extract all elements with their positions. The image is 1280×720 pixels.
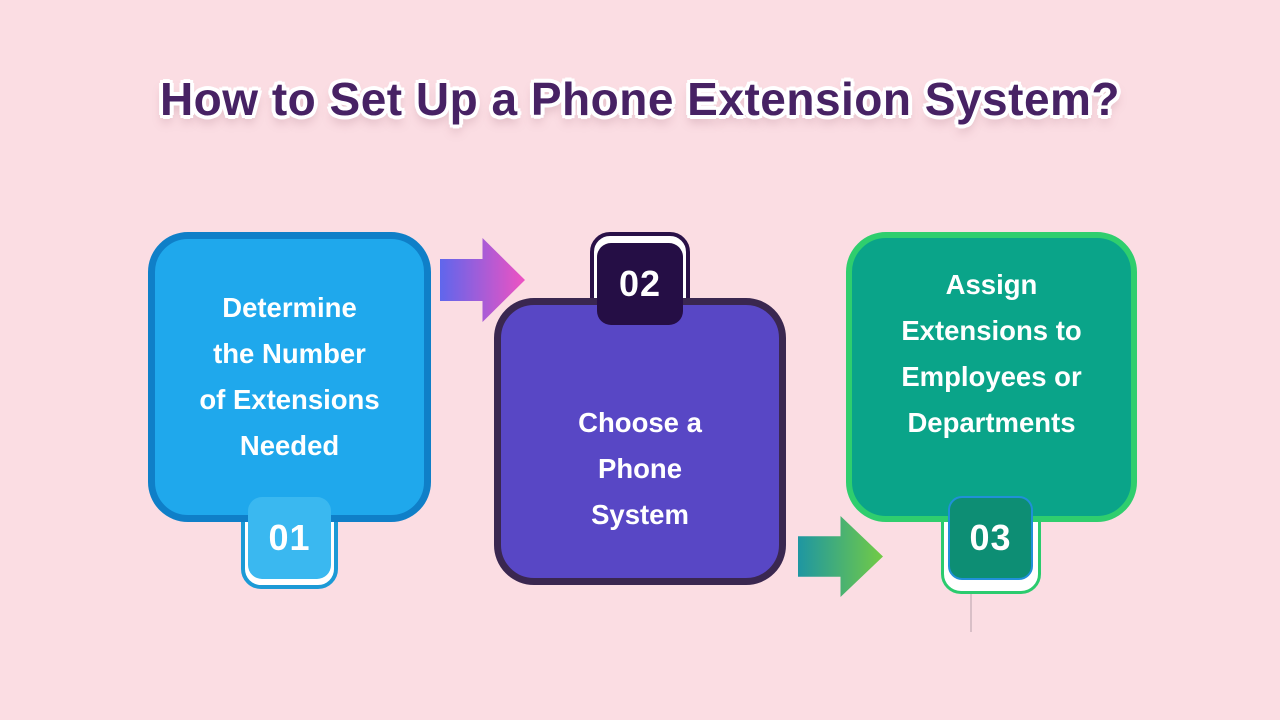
step-1-card: Determine the Number of Extensions Neede… xyxy=(148,232,431,522)
step-1-number-badge: 01 xyxy=(248,497,331,579)
step-3-number-badge: 03 xyxy=(948,496,1033,580)
step-text-line: Phone xyxy=(597,453,683,484)
step-text-line: Departments xyxy=(907,407,1076,438)
step-text-line: Choose a xyxy=(578,407,702,438)
step-text-line: Employees or xyxy=(901,361,1082,392)
step-2-card: Choose a Phone System xyxy=(494,298,786,585)
connector-line xyxy=(970,594,972,632)
step-text-line: the Number xyxy=(213,338,366,369)
step-text-line: Extensions to xyxy=(901,315,1082,346)
step-3-text: Assign Extensions to Employees or Depart… xyxy=(852,238,1131,516)
step-2-text: Choose a Phone System xyxy=(501,305,779,578)
step-text-line: Determine xyxy=(222,292,357,323)
step-2-number-badge: 02 xyxy=(597,243,683,325)
step-text-line: of Extensions xyxy=(199,384,380,415)
step-text-line: System xyxy=(591,499,689,530)
step-text-line: Assign xyxy=(945,269,1038,300)
step-text-line: Needed xyxy=(239,430,340,461)
page-title: How to Set Up a Phone Extension System? xyxy=(159,73,1121,125)
step-3-card: Assign Extensions to Employees or Depart… xyxy=(846,232,1137,522)
step-1-text: Determine the Number of Extensions Neede… xyxy=(155,239,424,515)
arrow-right-icon xyxy=(798,516,883,597)
